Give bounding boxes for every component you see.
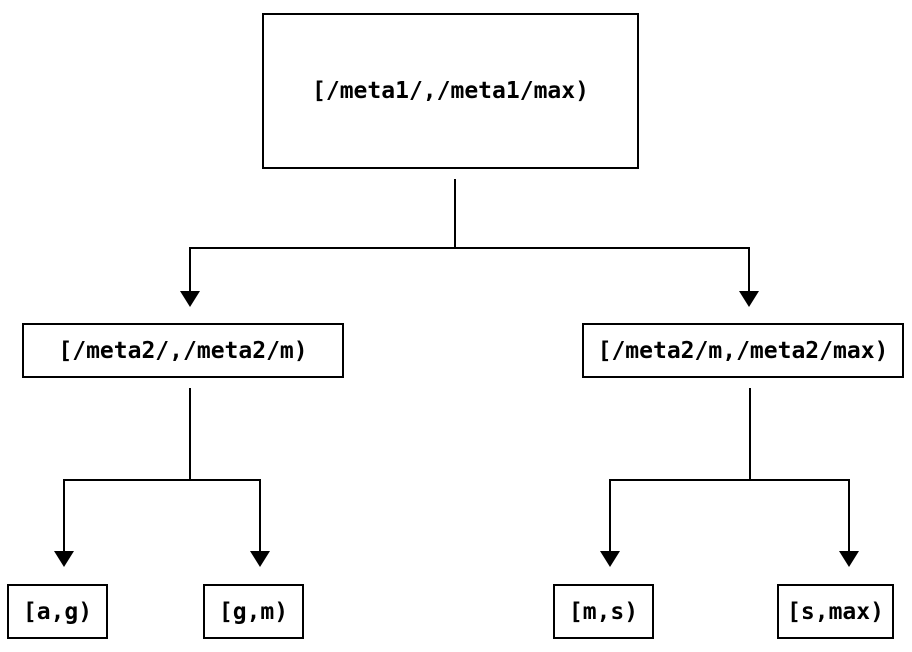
tree-node-leaf-ag: [a,g)	[7, 584, 108, 639]
edge-mid-right-to-leaf-ms	[600, 388, 751, 567]
tree-node-root-label: [/meta1/,/meta1/max)	[312, 78, 589, 104]
tree-node-mid-right: [/meta2/m,/meta2/max)	[582, 323, 904, 378]
arrowhead-icon	[839, 551, 859, 567]
tree-node-leaf-gm-label: [g,m)	[218, 598, 289, 625]
tree-node-leaf-smax: [s,max)	[777, 584, 894, 639]
arrowhead-icon	[180, 291, 200, 307]
tree-node-leaf-ms: [m,s)	[553, 584, 654, 639]
arrowhead-icon	[54, 551, 74, 567]
tree-node-mid-left-label: [/meta2/,/meta2/m)	[58, 337, 308, 364]
tree-node-root: [/meta1/,/meta1/max)	[262, 13, 639, 169]
tree-node-leaf-ms-label: [m,s)	[568, 598, 639, 625]
arrowhead-icon	[250, 551, 270, 567]
tree-node-leaf-smax-label: [s,max)	[787, 598, 884, 625]
edge-mid-left-to-leaf-ag	[54, 388, 191, 567]
edge-mid-left-to-leaf-gm	[190, 479, 270, 567]
tree-node-mid-right-label: [/meta2/m,/meta2/max)	[597, 337, 889, 364]
tree-node-leaf-ag-label: [a,g)	[22, 598, 93, 625]
tree-node-mid-left: [/meta2/,/meta2/m)	[22, 323, 344, 378]
tree-node-leaf-gm: [g,m)	[203, 584, 304, 639]
edge-root-to-mid-right	[455, 247, 759, 307]
edge-root-to-mid-left	[180, 179, 456, 307]
arrowhead-icon	[600, 551, 620, 567]
edge-mid-right-to-leaf-smax	[750, 479, 859, 567]
arrowhead-icon	[739, 291, 759, 307]
